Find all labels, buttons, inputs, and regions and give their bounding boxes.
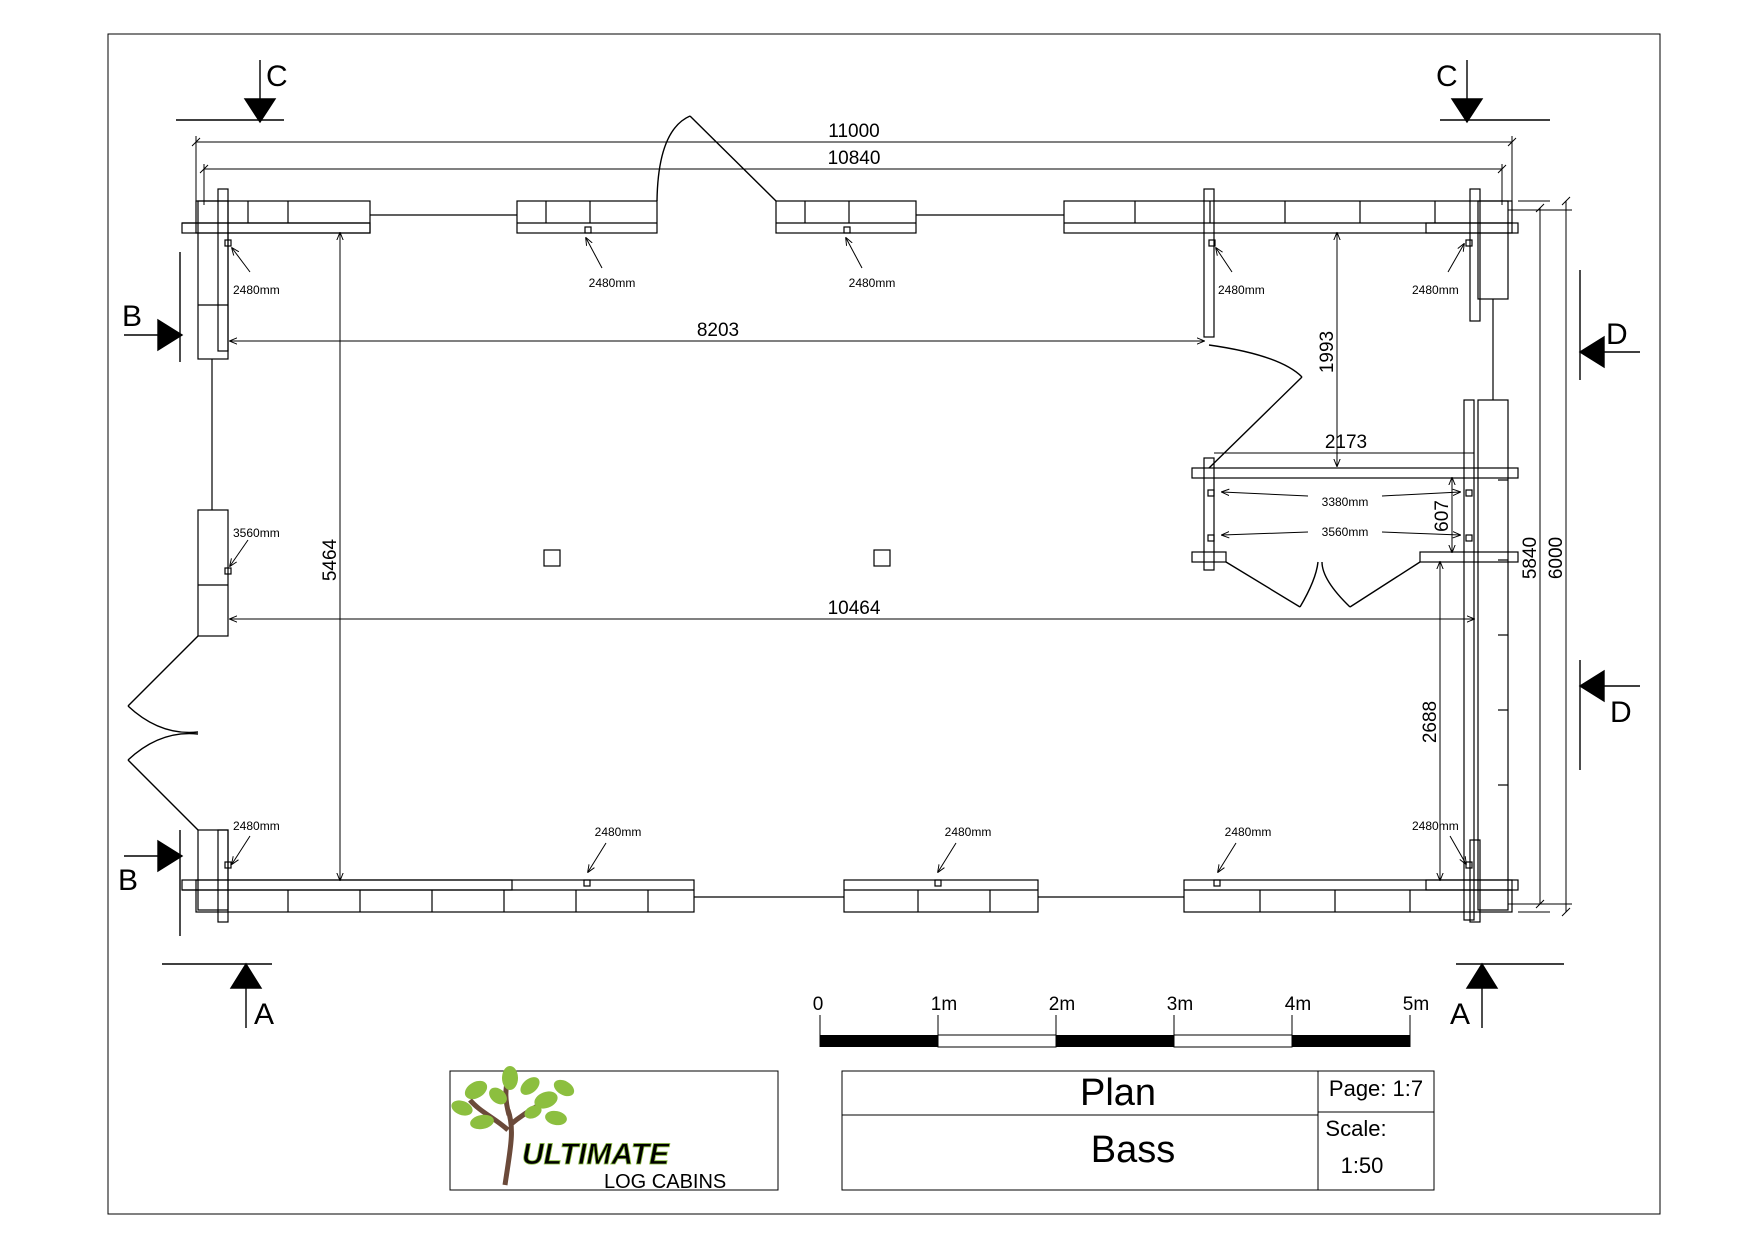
dim-side-inner: 5840 xyxy=(1520,537,1541,579)
scale-label-3m: 3m xyxy=(1167,994,1193,1015)
scale-label-2m: 2m xyxy=(1049,994,1075,1015)
scale-label-0: 0 xyxy=(813,994,824,1015)
dim-right-upper: 1993 xyxy=(1317,331,1338,373)
logo-brand-main: ULTIMATE xyxy=(522,1138,670,1171)
window-label-top-left: 2480mm xyxy=(233,283,280,297)
section-label-c-right: C xyxy=(1436,60,1458,93)
dim-interior-top: 8203 xyxy=(697,320,739,341)
dim-right-lower: 2688 xyxy=(1420,701,1441,743)
drawing-title: Plan xyxy=(1080,1072,1156,1114)
scale-label-4m: 4m xyxy=(1285,994,1311,1015)
dimension-lines xyxy=(191,136,1572,917)
dim-right-partition: 2173 xyxy=(1325,432,1367,453)
scale-caption: Scale: xyxy=(1325,1116,1386,1141)
section-label-d-top: D xyxy=(1606,318,1628,351)
dim-interior-height: 5464 xyxy=(320,538,341,581)
window-label-top-right2: 2480mm xyxy=(1412,283,1459,297)
window-label-top-mid2: 2480mm xyxy=(849,276,896,290)
window-label-bottom-mid2: 2480mm xyxy=(945,825,992,839)
window-label-top-mid1: 2480mm xyxy=(589,276,636,290)
window-label-bottom-left: 2480mm xyxy=(233,819,280,833)
walls xyxy=(181,188,1519,923)
section-label-c-left: C xyxy=(266,60,288,93)
page-label: Page: 1:7 xyxy=(1329,1076,1423,1101)
scale-bar xyxy=(819,1015,1411,1048)
window-label-top-right1: 2480mm xyxy=(1218,283,1265,297)
dim-side-outer: 6000 xyxy=(1546,537,1567,579)
scale-value: 1:50 xyxy=(1341,1153,1384,1178)
partition-label-inner: 3380mm xyxy=(1322,495,1369,509)
scale-label-5m: 5m xyxy=(1403,994,1429,1015)
scale-label-1m: 1m xyxy=(931,994,957,1015)
sheet-border xyxy=(107,33,1661,1215)
project-name: Bass xyxy=(1091,1129,1175,1171)
dim-overall-outer: 11000 xyxy=(828,121,879,142)
partition-label-outer: 3560mm xyxy=(1322,525,1369,539)
dim-overall-inner: 10840 xyxy=(828,148,881,169)
section-label-b-bottom: B xyxy=(118,864,138,897)
logo-brand-sub: LOG CABINS xyxy=(604,1171,726,1193)
section-label-b-top: B xyxy=(122,300,142,333)
window-label-bottom-mid3: 2480mm xyxy=(1225,825,1272,839)
company-logo xyxy=(449,1066,779,1191)
window-label-bottom-mid1: 2480mm xyxy=(595,825,642,839)
section-label-a-right: A xyxy=(1450,998,1470,1031)
window-label-bottom-right: 2480mm xyxy=(1412,819,1459,833)
floor-posts xyxy=(224,226,1473,887)
label-leaders xyxy=(230,238,1466,872)
section-label-d-bottom: D xyxy=(1610,696,1632,729)
title-block xyxy=(841,1070,1435,1191)
section-markers xyxy=(124,60,1640,1028)
window-label-left-mid: 3560mm xyxy=(233,526,280,540)
dim-right-gap: 607 xyxy=(1432,500,1453,532)
dim-interior-mid: 10464 xyxy=(828,598,881,619)
section-label-a-left: A xyxy=(254,998,274,1031)
